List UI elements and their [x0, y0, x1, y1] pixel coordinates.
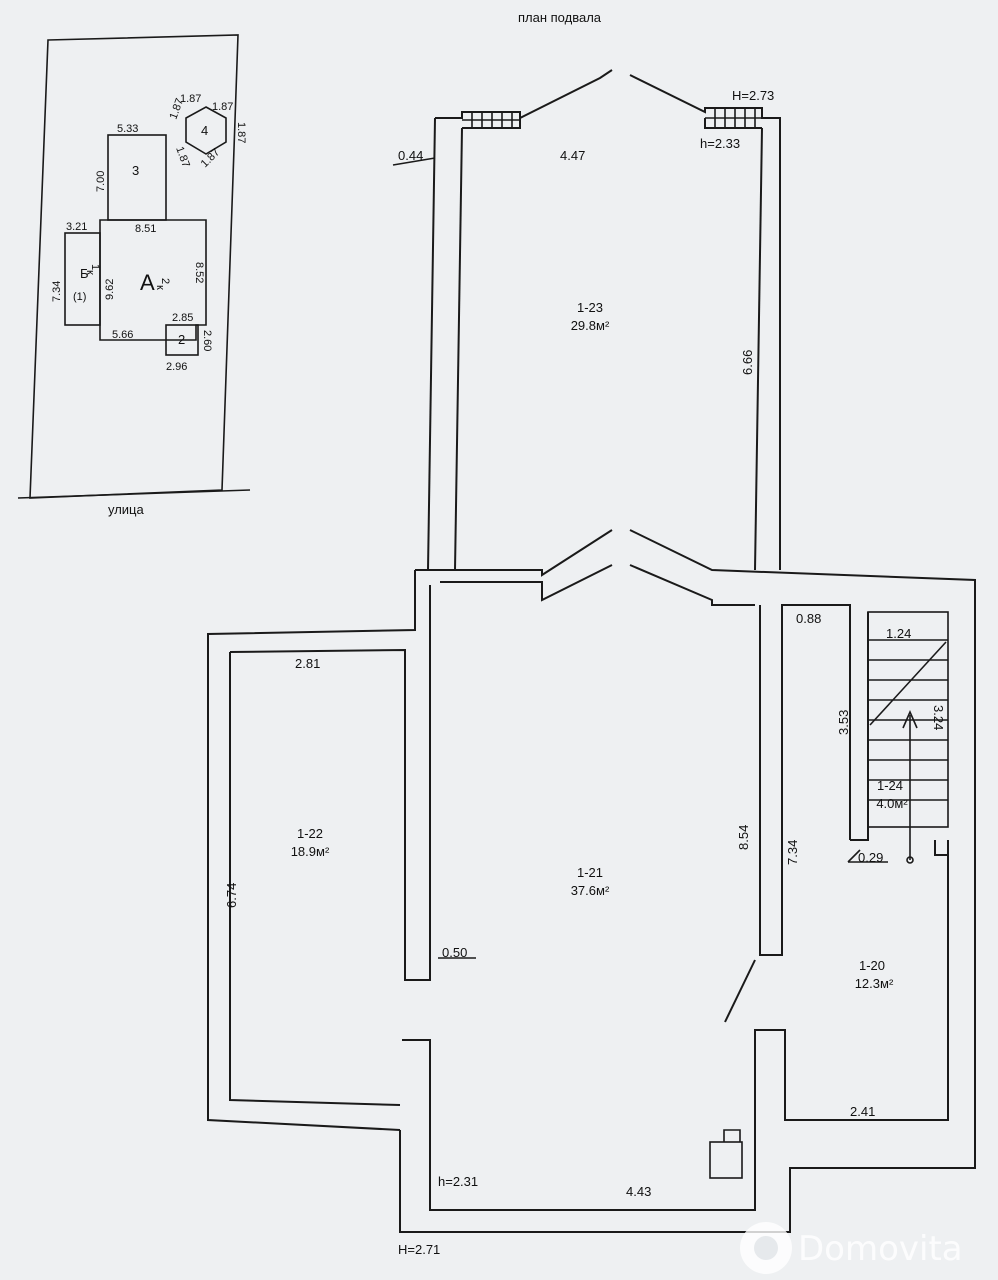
dim-3-24: 3.24 — [931, 705, 946, 730]
divider-left-inner — [440, 564, 613, 602]
room-1-20-area: 12.3м² — [855, 976, 894, 991]
building-A-k: к — [154, 285, 166, 290]
site-dim: 8.52 — [193, 262, 205, 283]
room-1-23-area: 29.8м² — [571, 318, 610, 333]
dim-2-81: 2.81 — [295, 656, 320, 671]
wall-22-21 — [229, 585, 431, 981]
stair-post — [934, 840, 949, 856]
building-2-label: 2 — [178, 332, 185, 347]
building-3-label: 3 — [132, 163, 139, 178]
room-1-24-area: 4.0м² — [876, 796, 908, 811]
watermark-text: Domovita — [798, 1229, 963, 1269]
stair-side — [850, 612, 869, 841]
site-dim: 5.33 — [117, 123, 138, 135]
room-1-20-id: 1-20 — [859, 958, 885, 973]
wall-left-outer-23 — [427, 117, 436, 571]
building-A-sub: 2 — [159, 278, 171, 284]
stair-arrow-head — [902, 710, 918, 729]
site-dim: 1.87 — [199, 146, 223, 170]
dim-6-74: 6.74 — [224, 883, 239, 908]
divider-left — [415, 529, 613, 577]
dim-6-66: 6.66 — [740, 350, 755, 375]
building-4-label: 4 — [201, 123, 208, 138]
dim-0-50: 0.50 — [442, 945, 467, 960]
room-22-inner — [229, 652, 401, 1106]
site-dim: 8.51 — [135, 223, 156, 235]
site-dim: 2.85 — [172, 312, 193, 324]
wall-top-right — [629, 74, 781, 570]
site-dim: 1.87 — [180, 93, 201, 105]
dim-0-44: 0.44 — [398, 148, 423, 163]
leader-0-44 — [392, 157, 436, 166]
room-1-23-id: 1-23 — [577, 300, 603, 315]
room-1-22-area: 18.9м² — [291, 844, 330, 859]
wall-21-20 — [759, 604, 851, 956]
staircase — [850, 611, 949, 864]
site-dim: 9.62 — [104, 279, 116, 300]
building-A-label: А — [140, 270, 155, 295]
wall-right-inner-23 — [754, 127, 763, 571]
site-dim: 2.96 — [166, 361, 187, 373]
site-dim: 3.21 — [66, 221, 87, 233]
divider-right-inner — [629, 564, 755, 606]
outer-wall-bottom-right — [399, 529, 976, 1233]
site-dim: 7.34 — [51, 281, 63, 302]
leader-0-29 — [847, 849, 861, 863]
building-B-sub: 1 — [89, 264, 101, 270]
building-4 — [185, 106, 227, 155]
tile-frame-right — [704, 118, 762, 129]
street-label: улица — [108, 502, 145, 517]
dim-h-bottom: h=2.31 — [438, 1174, 478, 1189]
building-2 — [165, 324, 199, 356]
dim-4-43: 4.43 — [626, 1184, 651, 1199]
building-B-k: к — [84, 270, 96, 275]
dim-H-top: H=2.73 — [732, 88, 774, 103]
site-plan: улица 3 5.33 7.00 4 1.87 1.87 1.87 1.87 … — [17, 34, 251, 517]
door-swing — [724, 959, 756, 1023]
dim-7-34: 7.34 — [785, 840, 800, 865]
watermark-logo-inner-icon — [754, 1236, 778, 1260]
plan-title: план подвала — [518, 10, 602, 25]
fixture-box — [709, 1141, 743, 1179]
wall-left-inner-23 — [454, 127, 463, 571]
dim-3-53: 3.53 — [836, 710, 851, 735]
stair-break-line — [869, 641, 947, 726]
dim-1-24: 1.24 — [886, 626, 911, 641]
room-1-22-id: 1-22 — [297, 826, 323, 841]
site-dim: 1.87 — [168, 97, 187, 121]
site-dim: 1.87 — [212, 101, 233, 113]
basement-plan: 1-23 29.8м² 1-22 18.9м² 1-21 37.6м² 1-24… — [207, 69, 976, 1257]
dim-8-54: 8.54 — [736, 825, 751, 850]
building-B — [64, 232, 101, 326]
street-line — [17, 489, 251, 499]
building-B-num: (1) — [73, 291, 86, 303]
dim-H-bottom: H=2.71 — [398, 1242, 440, 1257]
site-dim: 1.87 — [235, 122, 247, 143]
room-21-bottom — [402, 840, 949, 1211]
site-dim: 1.87 — [173, 145, 192, 169]
site-dim: 2.60 — [201, 330, 213, 351]
dim-4-47: 4.47 — [560, 148, 585, 163]
site-dim: 7.00 — [95, 171, 107, 192]
dim-h-top: h=2.33 — [700, 136, 740, 151]
tile-hatch-right — [705, 108, 762, 128]
outer-wall-left — [207, 570, 416, 1131]
dim-0-29: 0.29 — [858, 850, 883, 865]
room-1-21-area: 37.6м² — [571, 883, 610, 898]
site-dim: 5.66 — [112, 329, 133, 341]
room-1-21-id: 1-21 — [577, 865, 603, 880]
building-B-label: Б — [80, 266, 89, 281]
site-boundary — [29, 34, 239, 499]
dim-0-88: 0.88 — [796, 611, 821, 626]
room-1-24-id: 1-24 — [877, 778, 903, 793]
fixture-cap — [723, 1129, 741, 1142]
watermark: Domovita — [740, 1222, 963, 1274]
wall-top-left — [435, 69, 613, 120]
dim-2-41: 2.41 — [850, 1104, 875, 1119]
tile-hatch-left — [462, 112, 520, 128]
